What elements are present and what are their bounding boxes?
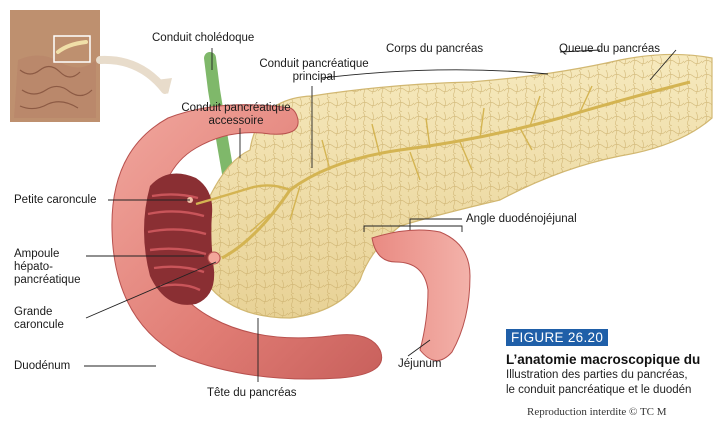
label-conduit-accessoire: Conduit pancréatique accessoire <box>172 102 300 128</box>
copyright-notice: Reproduction interdite © TC M <box>527 406 714 418</box>
zoom-arrow <box>100 60 165 90</box>
label-duodenum: Duodénum <box>14 360 70 373</box>
caption-title: L’anatomie macroscopique du <box>506 352 714 368</box>
label-ampoule: Ampoule hépato- pancréatique <box>14 248 81 287</box>
jejunum <box>372 230 470 361</box>
label-corps-pancreas: Corps du pancréas <box>386 43 483 56</box>
label-queue-pancreas: Queue du pancréas <box>559 43 660 56</box>
caption-body: Illustration des parties du pancréas, le… <box>506 368 714 398</box>
label-jejunum: Jéjunum <box>398 358 441 371</box>
label-conduit-choledoque: Conduit cholédoque <box>152 32 254 45</box>
figure-number: FIGURE 26.20 <box>506 329 608 346</box>
figure-caption: FIGURE 26.20 L’anatomie macroscopique du… <box>506 329 714 398</box>
label-tete-pancreas: Tête du pancréas <box>207 387 297 400</box>
grande-caroncule-mark <box>208 252 220 264</box>
label-angle-duodenojejunal: Angle duodénojéjunal <box>466 213 577 226</box>
torso-thumbnail <box>10 10 100 122</box>
label-conduit-principal: Conduit pancréatique principal <box>250 58 378 84</box>
label-petite-caroncule: Petite caroncule <box>14 194 96 207</box>
label-grande-caroncule: Grande caroncule <box>14 306 64 332</box>
